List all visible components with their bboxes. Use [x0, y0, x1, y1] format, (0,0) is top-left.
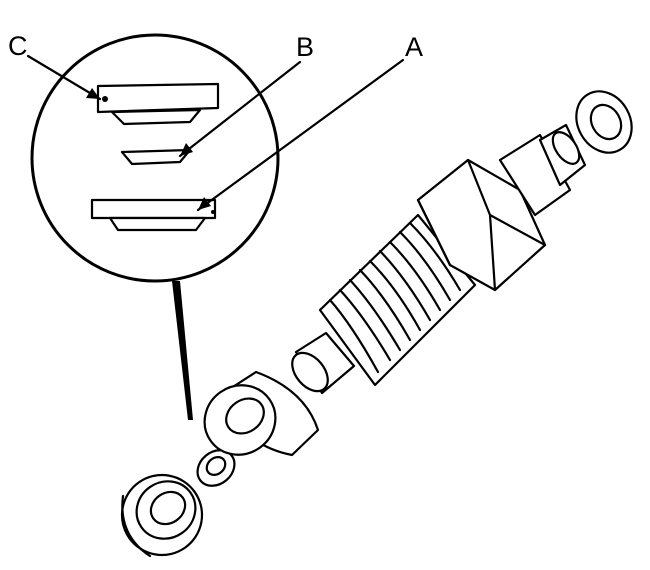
callout-label-a: A [405, 32, 423, 62]
terminal-washer [575, 90, 633, 154]
detail-plate-b [120, 148, 192, 166]
detail-magnifier [30, 33, 280, 420]
magnifier-pointer [172, 281, 193, 420]
plug-threads [328, 221, 462, 374]
holder-cup [120, 473, 204, 558]
callout-label-b: B [296, 32, 314, 62]
callout-label-c: C [8, 31, 28, 61]
plug-threaded-barrel [318, 213, 477, 387]
callout-leader-b [178, 60, 302, 158]
plug-neck [498, 133, 572, 217]
sealing-washer [203, 370, 320, 457]
small-washer [196, 449, 236, 487]
detail-plate-a [90, 198, 217, 232]
plug-body [291, 90, 633, 395]
callout-leader-c [26, 54, 102, 101]
detail-plate-c [96, 82, 220, 126]
callout-leader-a [196, 58, 405, 212]
